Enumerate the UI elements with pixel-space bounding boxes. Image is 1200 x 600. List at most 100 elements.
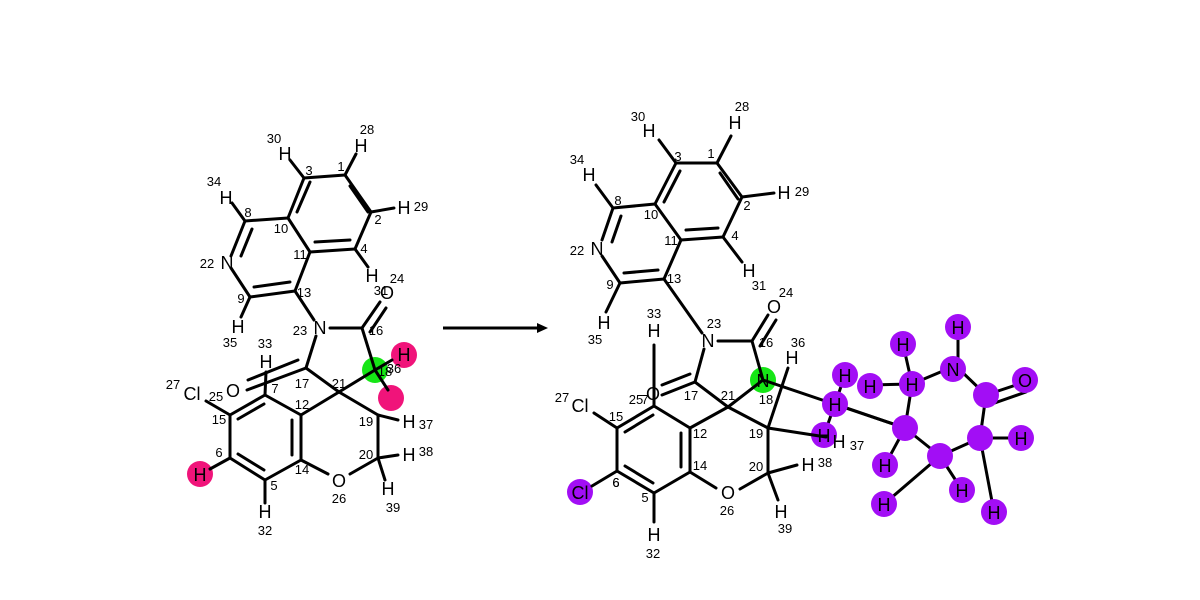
- bond: [299, 458, 330, 476]
- fragment-atom: [1008, 425, 1034, 451]
- bond: [252, 280, 292, 289]
- bond: [766, 426, 828, 439]
- atom-number: 9: [606, 277, 613, 292]
- atom-label: H: [220, 188, 233, 208]
- fragment-label: O: [1018, 371, 1032, 391]
- atom-number: 8: [614, 193, 621, 208]
- bond: [360, 300, 382, 330]
- atom-number: 21: [721, 388, 735, 403]
- atom-index: 23: [707, 316, 721, 331]
- atom-index: 31: [374, 283, 388, 298]
- highlight-h36: [391, 342, 417, 368]
- atom-index: 37: [850, 438, 864, 453]
- atom-index: 7: [271, 381, 278, 396]
- atom-index: 29: [795, 184, 809, 199]
- highlight-h6: [187, 461, 213, 487]
- atom-number: 17: [295, 376, 309, 391]
- atom-number: 14: [693, 458, 707, 473]
- atom-label: H: [802, 455, 815, 475]
- bond: [228, 456, 267, 482]
- atom-label: H: [643, 121, 656, 141]
- bond: [304, 334, 318, 370]
- atom-index: 39: [386, 500, 400, 515]
- fragment-atom: [973, 382, 999, 408]
- added-fragment: H H H N H O H H H H H H H H: [761, 314, 1038, 525]
- bond: [653, 161, 678, 206]
- atom-index: 38: [419, 444, 433, 459]
- fragment-label: H: [839, 366, 852, 386]
- atom-label: H: [194, 465, 207, 485]
- bond: [750, 339, 765, 382]
- bond: [715, 161, 744, 199]
- bond: [376, 456, 387, 482]
- bond: [360, 326, 377, 372]
- atom-number: 25: [209, 389, 223, 404]
- bond: [348, 184, 370, 214]
- reaction-arrow: [443, 323, 548, 333]
- fragment-label: N: [947, 360, 960, 380]
- bond: [740, 191, 776, 199]
- bond: [652, 470, 692, 495]
- fragment-label: H: [988, 503, 1001, 523]
- atom-number: 19: [359, 414, 373, 429]
- bond: [299, 390, 341, 417]
- bond: [693, 347, 706, 384]
- bond: [376, 453, 400, 460]
- bond: [308, 247, 357, 254]
- atom-number: 3: [305, 163, 312, 178]
- bond: [263, 370, 268, 397]
- fragment-atom: [832, 362, 858, 388]
- atom-index: 33: [647, 306, 661, 321]
- bond: [721, 235, 744, 264]
- bond: [239, 227, 254, 258]
- bond: [726, 378, 765, 409]
- atom-index: 38: [818, 455, 832, 470]
- bond: [611, 202, 657, 210]
- bond: [286, 176, 306, 220]
- atom-index: 34: [570, 152, 584, 167]
- atom-label: H: [648, 321, 661, 341]
- bond: [688, 470, 718, 490]
- bond: [618, 277, 666, 285]
- product-atom-labels: H 30 H 28 H 34 H 29 N 22 H 31 H 35 H 33 …: [555, 99, 864, 561]
- reactant-atom-numbers: 3 1 8 10 2 11 4 9 13 16 17 21 18 12 25 1…: [209, 159, 392, 493]
- fragment-bonds: [761, 326, 1028, 514]
- fragment-atom: [940, 356, 966, 382]
- atom-index: 35: [588, 332, 602, 347]
- bond: [353, 247, 370, 269]
- bond: [758, 318, 778, 348]
- bond: [246, 358, 300, 382]
- atom-label: H: [583, 165, 596, 185]
- atom-index: 30: [267, 131, 281, 146]
- atom-index: 27: [166, 377, 180, 392]
- atom-label: H: [778, 183, 791, 203]
- atom-number: 3: [674, 149, 681, 164]
- fragment-label: H: [1015, 429, 1028, 449]
- atom-number: 4: [731, 228, 738, 243]
- bond: [662, 169, 682, 204]
- product-atom-numbers: 3 1 8 10 2 11 4 13 9 16 7 17 21 15 12 19…: [606, 146, 773, 505]
- bond: [348, 456, 380, 476]
- atom-label: H: [403, 445, 416, 465]
- bond: [615, 404, 656, 430]
- fragment-atom: [857, 373, 883, 399]
- atom-label: H: [775, 502, 788, 522]
- bond: [369, 206, 396, 214]
- atom-number: 18: [378, 364, 392, 379]
- atom-number: 2: [743, 198, 750, 213]
- bond: [766, 471, 780, 502]
- fragment-atom: [871, 491, 897, 517]
- bond: [623, 413, 655, 434]
- bond: [248, 289, 297, 299]
- atom-number: 13: [297, 285, 311, 300]
- atom-index: 22: [200, 256, 214, 271]
- bond: [368, 306, 388, 334]
- bond: [594, 183, 615, 210]
- atom-label: Cl: [184, 384, 201, 404]
- atom-label: H: [743, 261, 756, 281]
- atom-index: 25: [629, 392, 643, 407]
- atom-index: 33: [258, 336, 272, 351]
- atom-number: 15: [212, 412, 226, 427]
- bond: [766, 366, 790, 430]
- bond: [688, 405, 730, 430]
